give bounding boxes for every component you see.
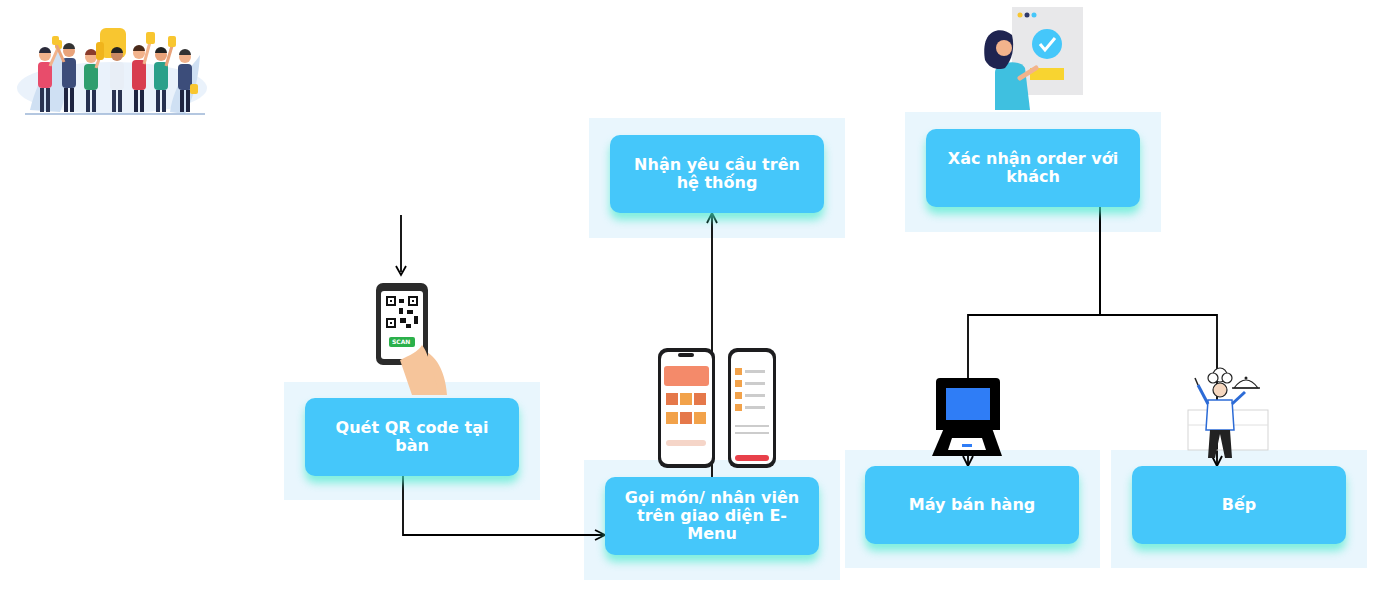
box-label: Nhận yêu cầu trên hệ thống (622, 156, 812, 192)
entry-arrow (396, 215, 406, 275)
panel (905, 112, 1161, 232)
process-box: Xác nhận order với khách (926, 129, 1140, 207)
checklist-illustration (984, 7, 1083, 110)
qr-phone-icon (376, 283, 447, 395)
process-box: Quét QR code tại bàn (305, 398, 519, 476)
process-box: Gọi món/ nhân viên trên giao diện E-Menu (605, 477, 819, 555)
panel (584, 460, 840, 580)
flow-arrow (1100, 207, 1217, 466)
process-box: Máy bán hàng (865, 466, 1079, 544)
box-label: Quét QR code tại bàn (317, 419, 507, 455)
panel (589, 118, 845, 238)
box-label: Bếp (1222, 496, 1257, 514)
cheering-people (17, 28, 207, 114)
panel (1111, 450, 1367, 568)
box-label: Gọi món/ nhân viên trên giao diện E-Menu (617, 489, 807, 543)
box-label: Xác nhận order với khách (938, 150, 1128, 186)
panel (284, 382, 540, 500)
process-box: Bếp (1132, 466, 1346, 544)
box-label: Máy bán hàng (909, 496, 1035, 514)
flow-arrow (403, 476, 605, 535)
process-box: Nhận yêu cầu trên hệ thống (610, 135, 824, 213)
phones-illustration (658, 348, 776, 468)
panel (845, 450, 1100, 568)
pos-machine-icon (932, 378, 1002, 456)
chef-illustration (1188, 368, 1268, 458)
button-label: SCAN (392, 339, 410, 345)
